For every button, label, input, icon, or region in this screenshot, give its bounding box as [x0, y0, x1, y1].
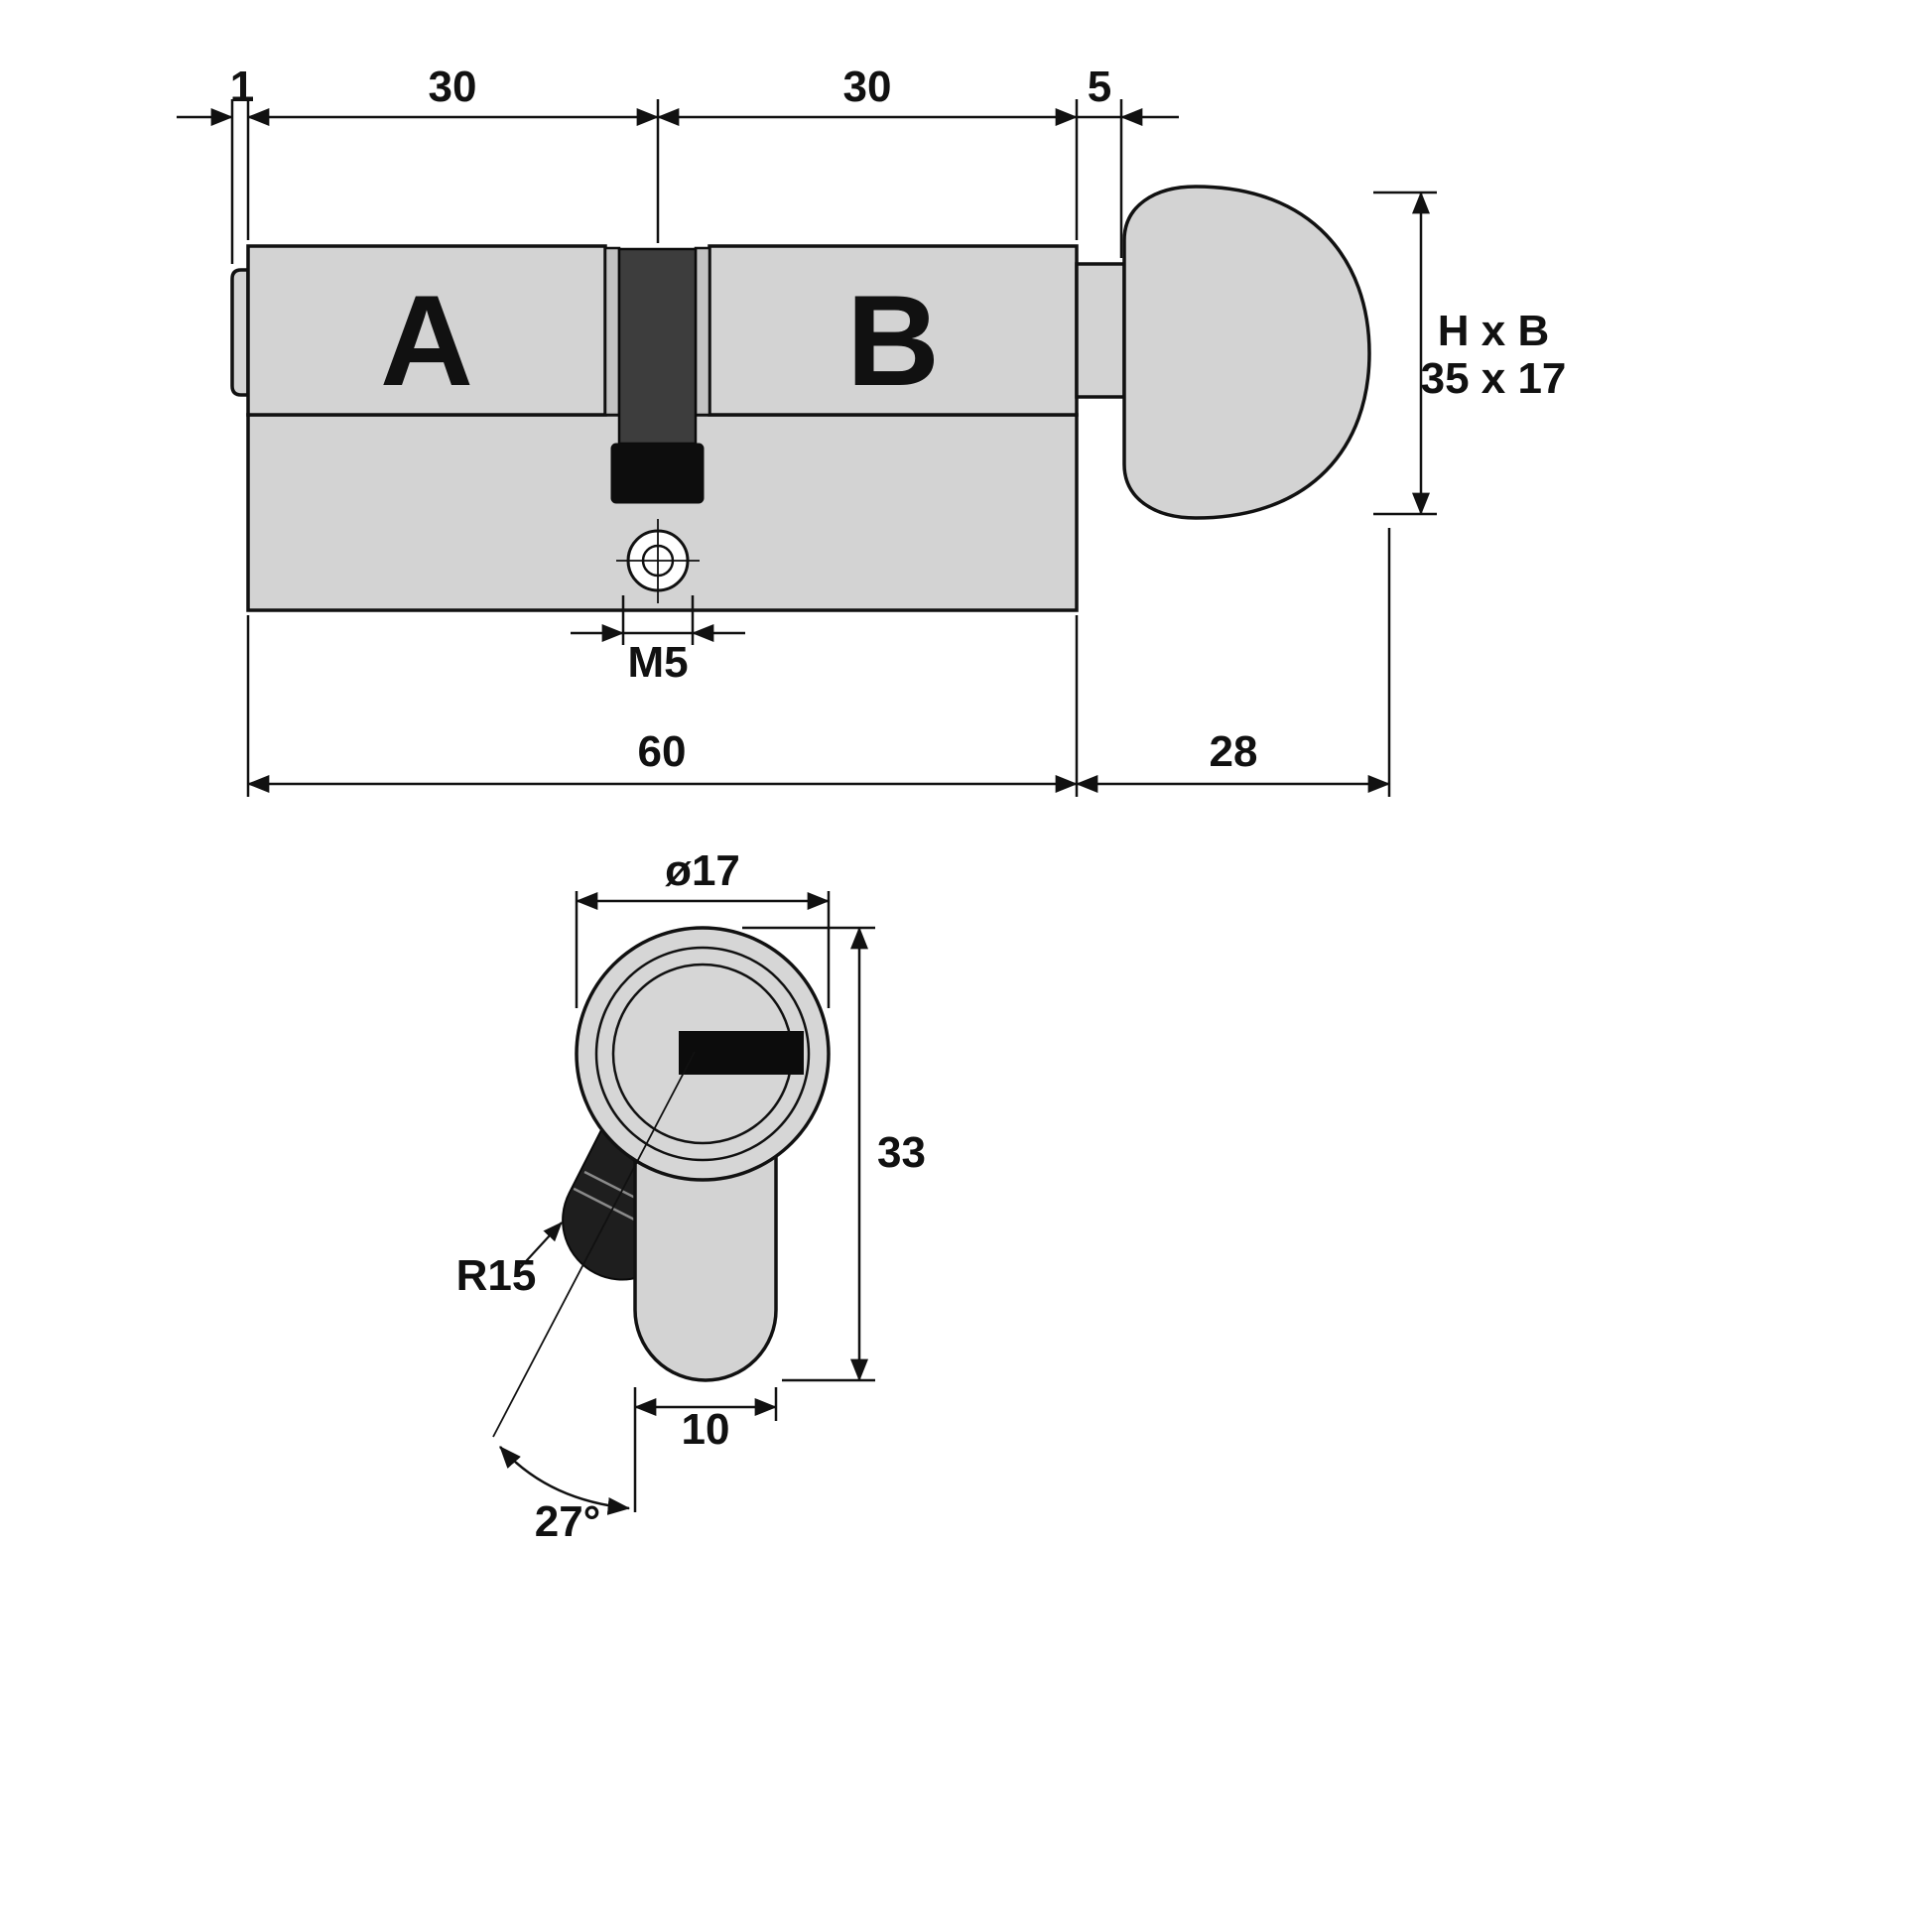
rotation-axis-line — [492, 1051, 696, 1438]
front-view: ø17 33 10 R15 27° — [456, 846, 926, 1546]
dim-label-knob-size-1: H x B — [1438, 307, 1549, 355]
keyway — [679, 1031, 804, 1075]
profile-lug — [633, 1116, 778, 1382]
part-label-a: A — [380, 268, 473, 413]
cylinder-face-ring-outer — [594, 946, 811, 1162]
dim-label-knob-length: 28 — [1210, 727, 1258, 776]
dim-label-tip: 1 — [230, 63, 254, 111]
dim-label-lug-width: 10 — [682, 1405, 730, 1454]
dim-label-total-length: 60 — [638, 727, 687, 776]
cylinder-barrel-a — [246, 244, 607, 417]
cam-lower — [610, 443, 705, 504]
cam-cut-face-left — [603, 246, 621, 417]
knob-stem — [1075, 262, 1126, 399]
cylinder-nose-tip — [230, 268, 250, 397]
dim-label-knob-size-2: 35 x 17 — [1421, 354, 1567, 403]
dim-label-height: 33 — [877, 1128, 926, 1177]
angle-arc — [499, 1446, 631, 1515]
cam-cut-face-right — [694, 246, 711, 417]
cam-upper — [617, 247, 698, 446]
dim-label-angle: 27° — [535, 1497, 601, 1546]
dim-label-diameter: ø17 — [665, 846, 740, 895]
cylinder-barrel-b — [708, 244, 1079, 417]
dim-label-neck: 5 — [1088, 63, 1111, 111]
thumb-turn-knob — [1122, 185, 1371, 520]
side-view: A B M5 1 30 30 5 — [177, 63, 1566, 797]
dim-label-a-half: 30 — [429, 63, 477, 111]
dim-label-m5: M5 — [627, 638, 688, 687]
dim-label-radius: R15 — [456, 1251, 537, 1300]
leader-line-radius — [515, 1222, 563, 1273]
dim-label-b-half: 30 — [843, 63, 892, 111]
part-label-b: B — [846, 268, 940, 413]
